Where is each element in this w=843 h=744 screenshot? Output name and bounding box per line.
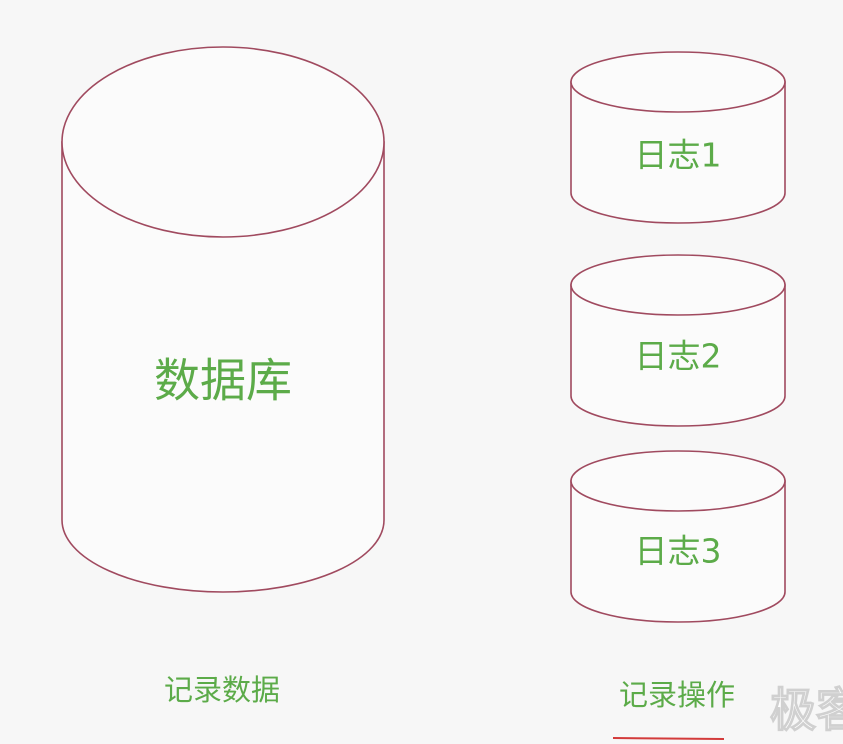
- log-2-body: [570, 284, 786, 427]
- database-body: [61, 141, 385, 593]
- logs-caption-underline: [612, 737, 725, 740]
- log-3-label: 日志3: [635, 532, 722, 571]
- database-caption: 记录数据: [164, 673, 280, 707]
- log-cylinder-2: 日志2: [570, 254, 786, 427]
- database-cylinder: 数据库: [61, 46, 385, 593]
- database-top: [61, 46, 385, 238]
- database-label: 数据库: [154, 354, 292, 408]
- logs-caption: 记录操作: [619, 678, 735, 712]
- log-cylinder-1: 日志1: [570, 51, 786, 224]
- watermark: 极客: [770, 683, 843, 737]
- log-cylinder-3: 日志3: [570, 450, 786, 623]
- log-2-top: [570, 254, 786, 316]
- log-1-body: [570, 81, 786, 224]
- log-3-body: [570, 480, 786, 623]
- log-1-top: [570, 51, 786, 113]
- log-2-label: 日志2: [635, 337, 722, 376]
- log-1-label: 日志1: [635, 136, 722, 175]
- log-3-top: [570, 450, 786, 512]
